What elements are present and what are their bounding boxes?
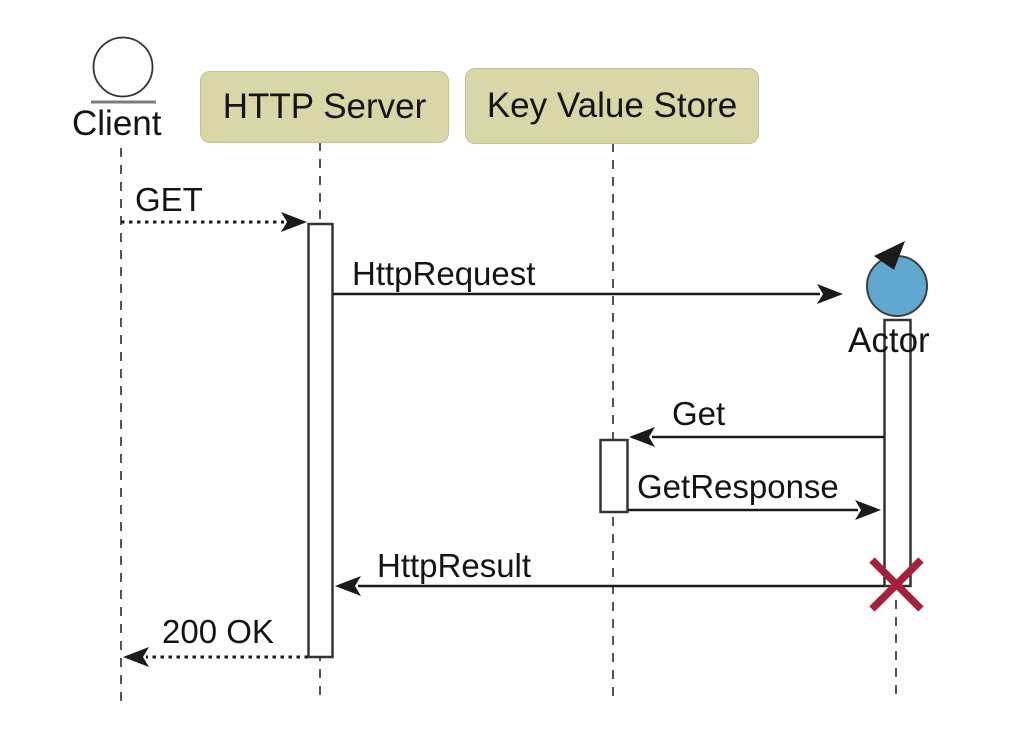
- message-getresponse-label: GetResponse: [637, 468, 839, 505]
- key-value-store-activation-bar: [599, 438, 629, 514]
- message-get-arrow: [121, 212, 307, 232]
- active-object-icon: [866, 241, 928, 317]
- message-httprequest-label: HttpRequest: [352, 255, 536, 292]
- actor-activation-bar: [883, 318, 912, 588]
- message-200ok-arrow: [123, 647, 308, 667]
- arrowhead-left-icon: [123, 647, 149, 667]
- entity-circle-icon: [91, 36, 156, 104]
- destroy-x-icon: [869, 557, 924, 612]
- participant-actor-label: Actor: [848, 321, 930, 360]
- arrowhead-right-icon: [817, 284, 843, 304]
- arrowhead-left-icon: [629, 427, 655, 447]
- message-httprequest-arrow: [333, 284, 843, 304]
- message-get-label: GET: [135, 181, 203, 218]
- message-200ok-label: 200 OK: [162, 613, 274, 650]
- participant-http-server: HTTP Server: [200, 71, 449, 143]
- message-httpresult-label: HttpResult: [377, 547, 532, 584]
- message-httpresult-arrow: [335, 576, 884, 596]
- participant-client-label: Client: [72, 104, 162, 143]
- arrowhead-left-icon: [335, 576, 361, 596]
- participant-key-value-store: Key Value Store: [465, 68, 759, 144]
- http-server-activation-bar: [307, 222, 334, 659]
- participant-key-value-store-label: Key Value Store: [486, 86, 738, 125]
- message-getresponse-arrow: [628, 500, 881, 520]
- arrowhead-right-icon: [855, 500, 881, 520]
- participant-http-server-label: HTTP Server: [222, 87, 427, 126]
- arrowhead-right-icon: [281, 212, 307, 232]
- message-get-kv-label: Get: [672, 395, 726, 432]
- message-get-kv-arrow: [629, 427, 884, 447]
- rotation-arrowhead-icon: [874, 241, 905, 270]
